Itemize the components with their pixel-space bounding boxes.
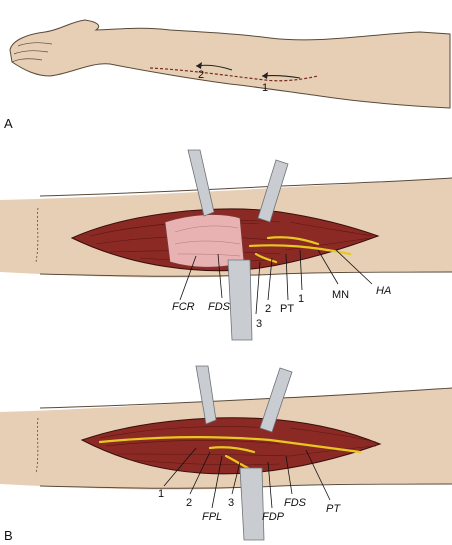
label-pt-top: PT [280,303,294,315]
retractor-bottom-right [259,367,293,433]
label-3-top: 3 [256,318,262,330]
label-fpl: FPL [202,511,222,523]
arrow-1-label: 1 [262,82,268,94]
label-fcr: FCR [172,301,195,313]
label-3-bottom: 3 [228,497,234,509]
incision-bottom [80,417,382,475]
arm-outline [9,19,451,109]
label-ha: HA [376,285,391,297]
label-pt-bottom: PT [326,503,341,515]
panel-b-bottom-labels: 1 2 FPL 3 FDP FDS PT [158,447,341,523]
panel-b-top-labels: FCR FDS 3 2 PT 1 MN HA [172,249,391,330]
retractor-bottom-bottom [239,467,265,541]
retractor-top-bottom [227,259,253,341]
label-2-bottom: 2 [186,497,192,509]
label-1-bottom: 1 [158,488,164,500]
incision-line [149,67,319,82]
label-fdp: FDP [262,511,285,523]
nerve-bottom-main [98,436,362,454]
arrow-2-label: 2 [198,69,204,81]
label-fds-top: FDS [208,301,231,313]
panel-b-bottom-forearm [0,365,452,541]
retractor-top-right [257,159,289,223]
label-2-top: 2 [265,303,271,315]
label-fds-bottom: FDS [284,497,307,509]
panel-label-b: B [4,528,13,543]
retractor-top-left [187,149,215,217]
label-1-top: 1 [298,293,304,305]
retractor-bottom-left [195,365,217,425]
panel-label-a: A [4,116,13,131]
panel-a-arm: 2 1 [9,19,451,109]
label-mn: MN [332,289,349,301]
